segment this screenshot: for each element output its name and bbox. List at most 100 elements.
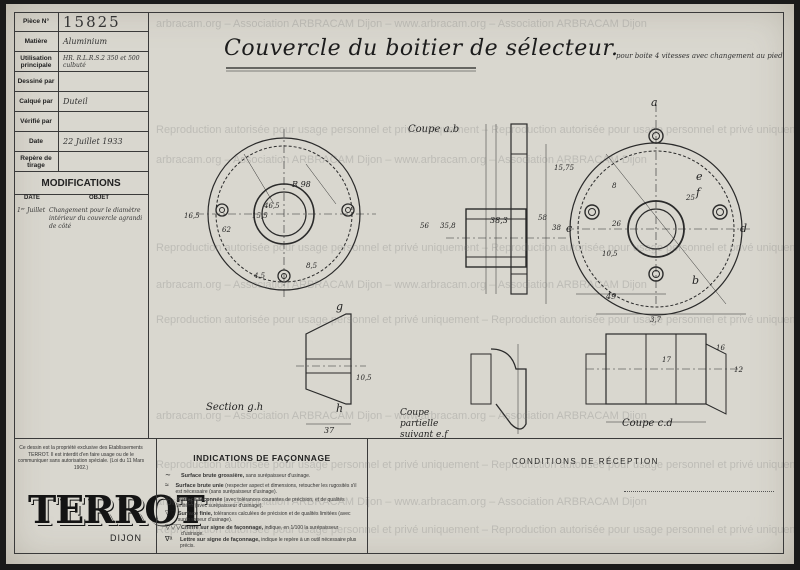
dim-left-8-5: 8,5 xyxy=(306,262,318,270)
key-repere: Repère de tirage xyxy=(14,152,59,171)
indication-bold: Surface finie, xyxy=(177,511,213,517)
dim-ab-56: 56 xyxy=(420,222,429,230)
point-d: d xyxy=(740,222,748,235)
indication-text: indique, en 1/100 la surépaisseur d'usin… xyxy=(181,525,339,537)
terrot-logo: TERROT DIJON xyxy=(22,483,205,547)
key-utilisation: Utilisation principale xyxy=(14,52,59,71)
key-matiere: Matière xyxy=(14,32,59,51)
dim-ab-15-75: 15,75 xyxy=(554,164,575,172)
row-utilisation: Utilisation principale HR. R.L.R.S.2 350… xyxy=(14,52,148,72)
logo-brand: TERROT xyxy=(28,487,205,532)
indication-row: ≈ Surface brute unie (respecter aspect e… xyxy=(165,482,361,495)
dim-right-49: 49 xyxy=(606,292,617,301)
value-utilisation: HR. R.L.R.S.2 350 et 500 culbuté xyxy=(63,54,140,69)
point-e: e xyxy=(696,170,703,183)
indication-text: sans surépaisseur d'usinage. xyxy=(245,473,311,479)
indications-panel: INDICATIONS DE FAÇONNAGE ∼ Surface brute… xyxy=(156,439,368,553)
point-a: a xyxy=(651,96,658,109)
dim-left-r98: R 98 xyxy=(292,180,311,189)
indication-symbol: ▽▽▽ xyxy=(165,524,182,531)
dim-ab-38: 38 xyxy=(552,224,561,232)
indication-row: ▽ Surface façonnée (avec tolérances cour… xyxy=(165,496,361,509)
indication-symbol: ∇ᵃ xyxy=(165,536,173,543)
key-calque: Calqué par xyxy=(14,92,59,111)
conditions-line xyxy=(624,491,774,492)
value-piece: 15825 xyxy=(63,12,121,31)
front-view-left xyxy=(196,129,376,299)
indication-row: ∇ᵃ Lettre sur signe de façonnage, indiqu… xyxy=(165,536,361,549)
title-underline xyxy=(226,67,476,72)
row-piece: Pièce N° 15825 xyxy=(14,12,148,32)
row-calque: Calqué par Duteil xyxy=(14,92,148,112)
row-matiere: Matière Aluminium xyxy=(14,32,148,52)
dim-right-25: 25 xyxy=(686,194,695,202)
dim-left-62: 62 xyxy=(222,226,231,234)
indication-bold: Surface façonnée xyxy=(176,497,223,503)
front-view-right xyxy=(566,104,751,316)
key-piece: Pièce N° xyxy=(14,12,59,31)
logo-city: DIJON xyxy=(110,533,142,543)
indication-row: ▽▽ Surface finie, tolérances calculées d… xyxy=(165,510,361,523)
indication-symbol: ▽▽ xyxy=(165,510,176,517)
row-repere: Repère de tirage xyxy=(14,152,148,172)
conditions-title: CONDITIONS DE RÉCEPTION xyxy=(512,457,659,466)
point-g: g xyxy=(336,300,344,313)
dim-left-16-5: 16,5 xyxy=(184,212,200,220)
label-coupe-cd: Coupe c.d xyxy=(622,418,673,429)
title-block: Pièce N° 15825 Matière Aluminium Utilisa… xyxy=(14,12,149,438)
dim-ab-38-3: 38,3 xyxy=(490,216,508,225)
drawing-note: pour boite 4 vitesses avec changement au… xyxy=(616,52,783,60)
modifications-col-object: OBJET xyxy=(88,195,109,201)
dim-cd-3-7: 3,7 xyxy=(650,316,662,324)
value-matiere: Aluminium xyxy=(63,37,108,46)
drawing-sheet: Pièce N° 15825 Matière Aluminium Utilisa… xyxy=(6,4,794,564)
indication-text: indique le repère à un outil nécessaire … xyxy=(180,537,357,549)
dim-right-8: 8 xyxy=(612,182,617,190)
indication-symbol: ∼ xyxy=(165,472,171,479)
value-calque: Duteil xyxy=(63,97,88,106)
row-date: Date 22 Juillet 1933 xyxy=(14,132,148,152)
indication-bold: Chiffre sur signe de façonnage, xyxy=(181,525,264,531)
indication-symbol: ▽ xyxy=(165,496,171,503)
indication-text: (respecter aspect et dimensions, retouch… xyxy=(175,483,357,495)
drawing-frame xyxy=(14,12,784,554)
modification-date: 1ᵉʳ Juillet xyxy=(17,207,46,214)
modification-text: Changement pour le diamètre intérieur du… xyxy=(49,207,143,230)
key-dessine: Dessiné par xyxy=(14,72,59,91)
dim-ab-35-8: 35,8 xyxy=(440,222,456,230)
indication-bold: Surface brute unie xyxy=(175,483,224,489)
dim-right-26: 26 xyxy=(612,220,621,228)
modifications-title: MODIFICATIONS xyxy=(14,172,148,195)
point-b: b xyxy=(692,274,700,287)
drawing-title: Couvercle du boitier de sélecteur. xyxy=(224,36,619,61)
key-date: Date xyxy=(14,132,59,151)
row-verifie: Vérifié par xyxy=(14,112,148,132)
indication-bold: Lettre sur signe de façonnage, xyxy=(180,537,260,543)
technical-drawing xyxy=(196,104,751,434)
label-section-gh: Section g.h xyxy=(206,402,264,413)
dim-ab-58: 58 xyxy=(538,214,547,222)
section-view-ef xyxy=(470,344,527,434)
section-view-gh xyxy=(296,313,366,425)
section-view-cd xyxy=(585,313,746,423)
indication-row: ∼ Surface brute grossière, sans surépais… xyxy=(165,472,361,479)
value-date: 22 Juillet 1933 xyxy=(63,137,123,146)
modifications-col-date: DATE xyxy=(24,195,40,201)
dim-left-46-5: 46,5 xyxy=(264,202,280,210)
bottom-block: Ce dessin est la propriété exclusive des… xyxy=(14,438,782,553)
point-h: h xyxy=(336,402,344,415)
dim-right-10-5: 10,5 xyxy=(602,250,618,258)
dim-left-15-5: 15,5 xyxy=(252,212,268,220)
indications-title: INDICATIONS DE FAÇONNAGE xyxy=(193,453,331,463)
label-coupe-ef: Coupe partielle suivant e.f xyxy=(400,408,448,440)
indication-row: ▽▽▽ Chiffre sur signe de façonnage, indi… xyxy=(165,524,361,537)
modification-entry: 1ᵉʳ Juillet Changement pour le diamètre … xyxy=(14,207,148,231)
dim-cd-17: 17 xyxy=(662,356,671,364)
indication-symbol: ≈ xyxy=(165,482,169,489)
modifications-header: DATE OBJET xyxy=(14,195,148,205)
dim-cd-16: 16 xyxy=(716,344,725,352)
dim-cd-12: 12 xyxy=(734,366,743,374)
indication-text: tolérances calculées de précision et de … xyxy=(177,511,351,523)
indication-text: (avec tolérances courantes de précision,… xyxy=(176,497,345,509)
dim-gh-37: 37 xyxy=(324,426,335,435)
